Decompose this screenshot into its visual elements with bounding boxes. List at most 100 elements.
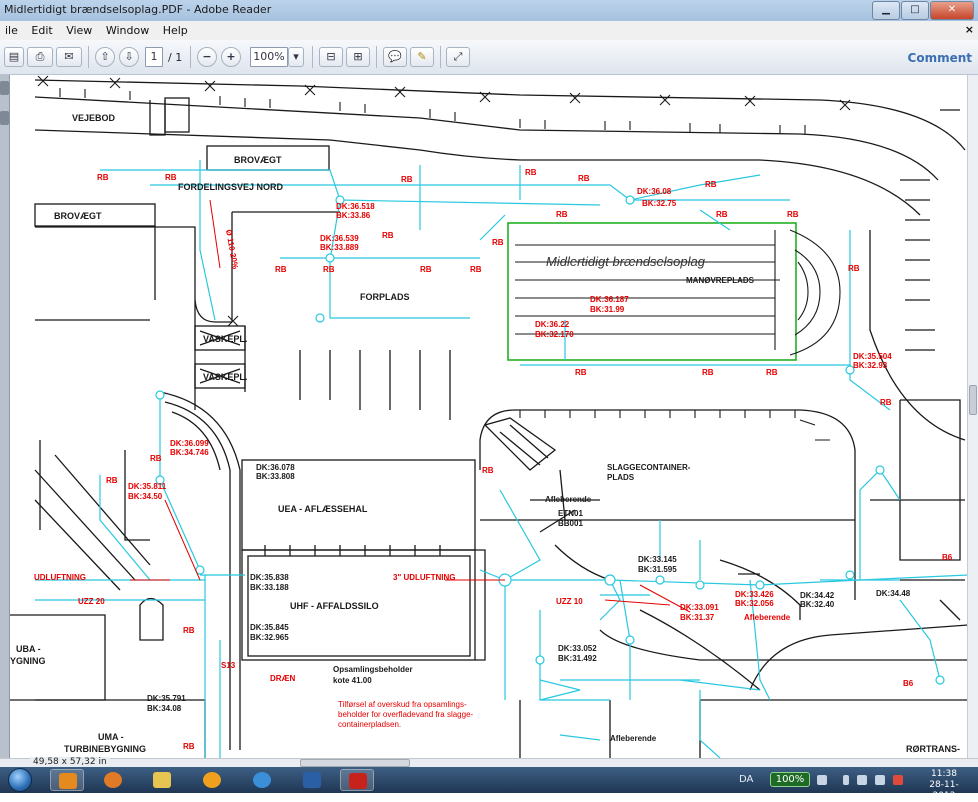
label-uhf: UHF - AFFALDSSILO: [290, 601, 379, 611]
email-icon[interactable]: ✉: [56, 47, 82, 67]
label-b6: B6: [942, 553, 953, 562]
power-icon[interactable]: [875, 775, 885, 785]
level-dk: DK:35.791: [147, 694, 186, 703]
zoom-input[interactable]: 100%: [250, 47, 288, 67]
print-icon[interactable]: ⎙: [27, 47, 53, 67]
vertical-scrollbar[interactable]: [967, 75, 978, 758]
menu-window[interactable]: Window: [105, 24, 150, 37]
label-afleberende-2: Afleberende: [610, 734, 657, 743]
label-brovaegt-2: BROVÆGT: [54, 211, 102, 221]
language-indicator[interactable]: DA: [739, 774, 754, 785]
horizontal-scrollbar[interactable]: 49,58 x 57,32 in: [0, 757, 978, 768]
maximize-button[interactable]: □: [901, 1, 929, 20]
taskbar-app-blue[interactable]: [295, 769, 329, 791]
rb-label: RB: [165, 173, 177, 182]
rb-label: RB: [525, 168, 537, 177]
label-draen: DRÆN: [270, 674, 296, 683]
network-icon[interactable]: [857, 775, 867, 785]
taskbar-outlook[interactable]: [50, 769, 84, 791]
attachments-icon[interactable]: [0, 111, 9, 125]
level-bk: BK:34.08: [147, 704, 182, 713]
label-uba: UBA -: [16, 644, 41, 654]
label-plads: PLADS: [607, 473, 635, 482]
clock-time: 11:38: [931, 769, 957, 779]
save-icon[interactable]: ▤: [4, 47, 24, 67]
level-bk: BK:31.595: [638, 565, 677, 574]
comment-pane-button[interactable]: Comment: [907, 51, 972, 65]
rb-label: RB: [382, 231, 394, 240]
adobe-reader-icon: [349, 773, 367, 789]
rb-label: RB: [880, 398, 892, 407]
label-uzz10: UZZ 10: [556, 597, 583, 606]
tray-icon[interactable]: [817, 775, 827, 785]
zoom-out-icon[interactable]: −: [197, 47, 217, 67]
level-bk: BK:32.170: [535, 330, 574, 339]
label-vaskepl-2: VASKEPL.: [203, 372, 247, 382]
page-number-input[interactable]: 1: [145, 47, 163, 67]
level-bk: BK:31.37: [680, 613, 715, 622]
rb-label: RB: [716, 210, 728, 219]
zoom-dropdown-icon[interactable]: ▾: [288, 47, 304, 67]
rb-label: RB: [482, 466, 494, 475]
minimize-button[interactable]: ▁: [872, 1, 900, 20]
menu-bar: ile Edit View Window Help ×: [0, 21, 978, 41]
menu-help[interactable]: Help: [162, 24, 188, 37]
menu-edit[interactable]: Edit: [31, 24, 53, 37]
menu-view[interactable]: View: [66, 24, 93, 37]
level-dk: DK:35.811: [128, 482, 167, 491]
document-close-icon[interactable]: ×: [964, 23, 974, 36]
system-tray: DA 100% 11:38 28-11-2012: [733, 767, 978, 801]
zoom-in-icon[interactable]: +: [221, 47, 241, 67]
menu-file[interactable]: ile: [5, 24, 18, 37]
fit-page-icon[interactable]: ⊟: [319, 47, 343, 67]
level-dk: DK:35.504: [853, 352, 892, 361]
previous-page-icon[interactable]: ⇧: [95, 47, 115, 67]
page-total: / 1: [168, 51, 183, 64]
label-storage-title: Midlertidigt brændselsoplag: [546, 254, 706, 269]
taskbar-explorer[interactable]: [145, 769, 179, 791]
rb-label: RB: [492, 238, 504, 247]
rb-label: RB: [787, 210, 799, 219]
folder-icon: [153, 772, 171, 788]
label-uzz20: UZZ 20: [78, 597, 105, 606]
rb-label: RB: [705, 180, 717, 189]
rb-label: RB: [323, 265, 335, 274]
pages-icon[interactable]: [0, 81, 9, 95]
battery-indicator[interactable]: 100%: [770, 772, 810, 787]
vertical-scroll-thumb[interactable]: [969, 385, 977, 415]
window-title: Midlertidigt brændselsoplag.PDF - Adobe …: [4, 3, 272, 16]
taskbar-app-orange[interactable]: [195, 769, 229, 791]
level-bk: BK:34.50: [128, 492, 163, 501]
label-afleberende-red: Afleberende: [744, 613, 791, 622]
start-button[interactable]: [8, 768, 32, 792]
taskbar-media-player[interactable]: [96, 769, 130, 791]
rb-label: RB: [702, 368, 714, 377]
rb-label: RB: [848, 264, 860, 273]
next-page-icon[interactable]: ⇩: [119, 47, 139, 67]
media-player-icon: [104, 772, 122, 788]
level-dk: DK:36.187: [590, 295, 629, 304]
level-bk: BK:31.99: [590, 305, 625, 314]
level-dk: DK:36.08: [637, 187, 672, 196]
horizontal-scroll-thumb[interactable]: [300, 759, 410, 767]
page-dimensions: 49,58 x 57,32 in: [30, 757, 110, 767]
rb-label: RB: [578, 174, 590, 183]
fit-width-icon[interactable]: ⊞: [346, 47, 370, 67]
sticky-note-icon[interactable]: 💬: [383, 47, 407, 67]
clock[interactable]: 11:38 28-11-2012: [919, 769, 969, 802]
taskbar-ie[interactable]: [245, 769, 279, 791]
level-bk: BK:34.746: [170, 448, 209, 457]
expand-icon[interactable]: ⤢: [446, 47, 470, 67]
volume-icon[interactable]: [893, 775, 903, 785]
show-hidden-icons[interactable]: [843, 775, 849, 785]
label-uma: UMA -: [98, 732, 124, 742]
rb-label: RB: [106, 476, 118, 485]
rb-label: RB: [556, 210, 568, 219]
taskbar-adobe-reader[interactable]: [340, 769, 374, 791]
close-button[interactable]: ✕: [930, 1, 974, 20]
label-vejebod: VEJEBOD: [72, 113, 116, 123]
navigation-pane: [0, 75, 10, 758]
document-canvas[interactable]: VEJEBOD BROVÆGT FORDELINGSVEJ NORD BROVÆ…: [10, 75, 968, 758]
label-rortrans: RØRTRANS-: [906, 744, 960, 754]
highlight-icon[interactable]: ✎: [410, 47, 434, 67]
